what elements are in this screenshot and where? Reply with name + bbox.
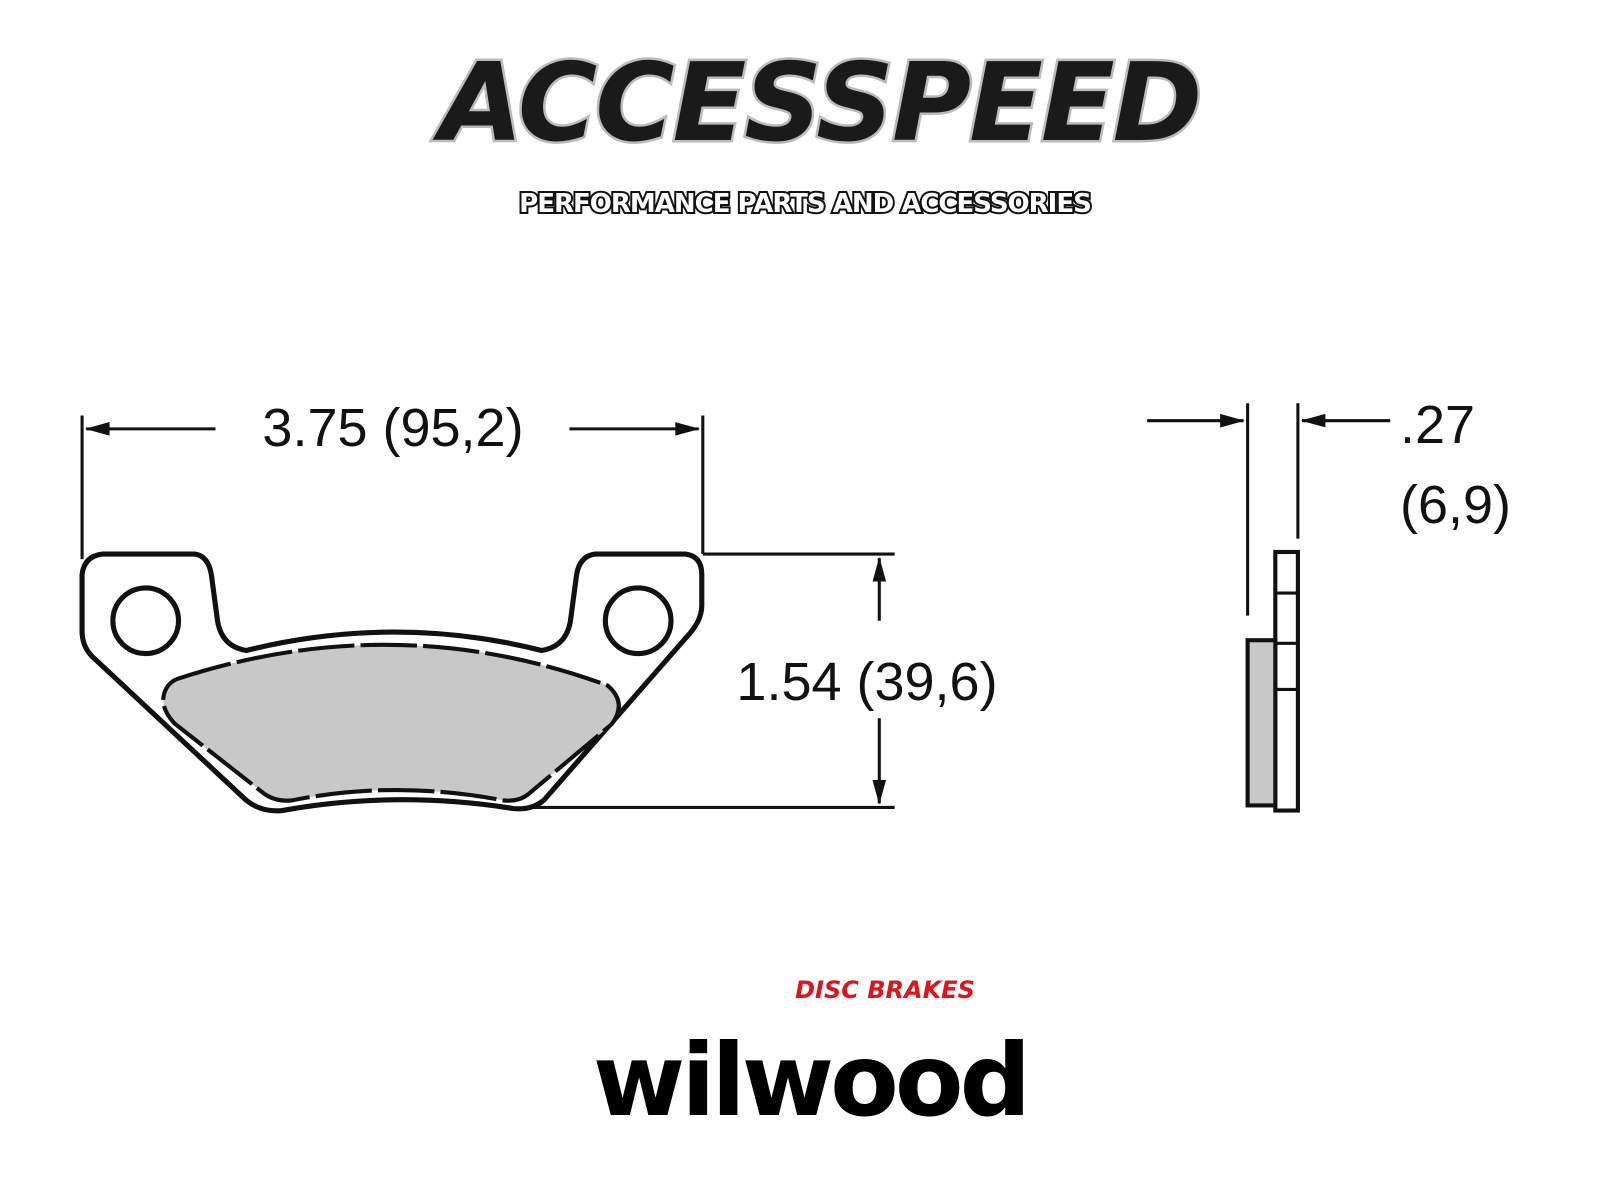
thickness-label-in: .27 <box>1400 395 1475 455</box>
wilwood-logo-text: wilwood <box>593 1022 1027 1139</box>
thickness-label-mm: (6,9) <box>1400 475 1511 535</box>
wilwood-logo: DISC BRAKES wilwood <box>593 976 1031 1139</box>
wilwood-tagline: DISC BRAKES <box>795 976 975 1004</box>
accesspeed-logo: ACCESSPEED PERFORMANCE PARTS AND ACCESSO… <box>429 39 1205 222</box>
width-label: 3.75 (95,2) <box>262 398 523 458</box>
height-label: 1.54 (39,6) <box>736 652 997 712</box>
side-view <box>1147 403 1391 813</box>
mounting-hole-right <box>602 585 674 657</box>
width-dimension <box>80 415 705 560</box>
height-dimension <box>533 552 895 810</box>
mounting-hole-left <box>110 585 182 657</box>
friction-material <box>161 642 621 803</box>
accesspeed-tagline: PERFORMANCE PARTS AND ACCESSORIES <box>519 189 1091 219</box>
accesspeed-logo-text: ACCESSPEED <box>432 41 1201 166</box>
